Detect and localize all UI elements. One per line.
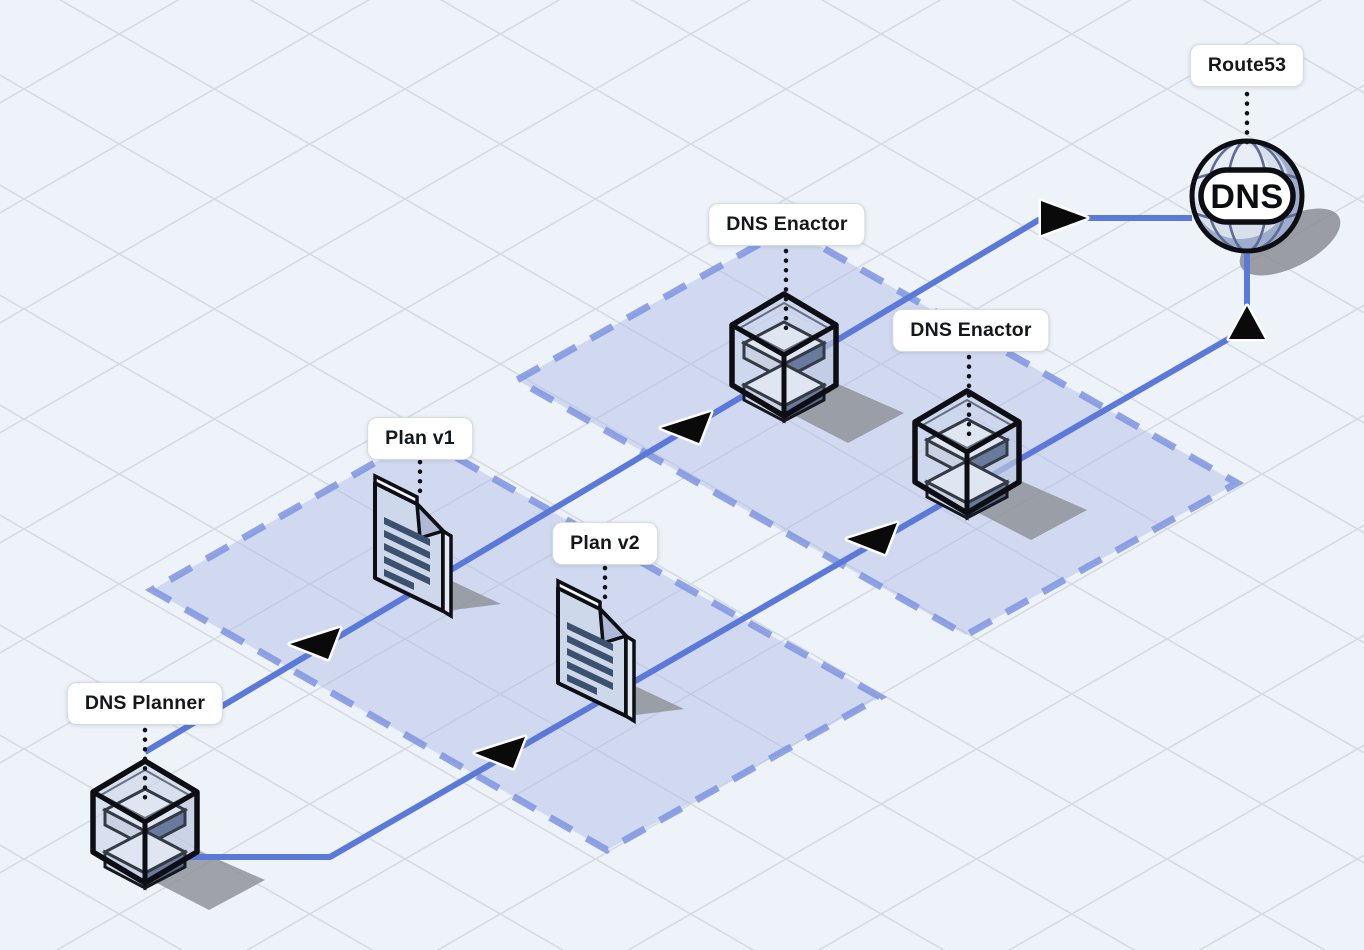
globe-icon: DNS [1189, 138, 1305, 254]
label-leader-lines [142, 91, 1250, 807]
label-plan-v1: Plan v1 [367, 417, 473, 460]
arrowhead-toward-planner-4 [844, 520, 900, 557]
label-dns-planner: DNS Planner [66, 682, 224, 725]
arrowheads [287, 198, 1268, 771]
globe-dns-text: DNS [1210, 178, 1283, 216]
arrowhead-toward-planner-1 [287, 625, 343, 662]
label-plan-v2: Plan v2 [552, 522, 658, 565]
globe-shadow [1239, 208, 1341, 276]
label-dns-enactor-1: DNS Enactor [708, 203, 866, 246]
label-dns-enactor-2: DNS Enactor [892, 309, 1050, 352]
arrowhead-toward-planner-2 [658, 409, 714, 446]
server-icon [915, 391, 1019, 518]
enactors-plane [509, 223, 1245, 640]
arrowhead-toward-planner-3 [472, 734, 528, 771]
plans-plane [144, 432, 888, 855]
lower-flow-line [168, 254, 1250, 860]
arrowhead-toward-route53-right [1038, 198, 1090, 238]
server-icon [732, 294, 836, 421]
arrowhead-toward-route53-up [1226, 303, 1268, 342]
shadows [149, 208, 1341, 910]
label-route53: Route53 [1189, 44, 1305, 87]
